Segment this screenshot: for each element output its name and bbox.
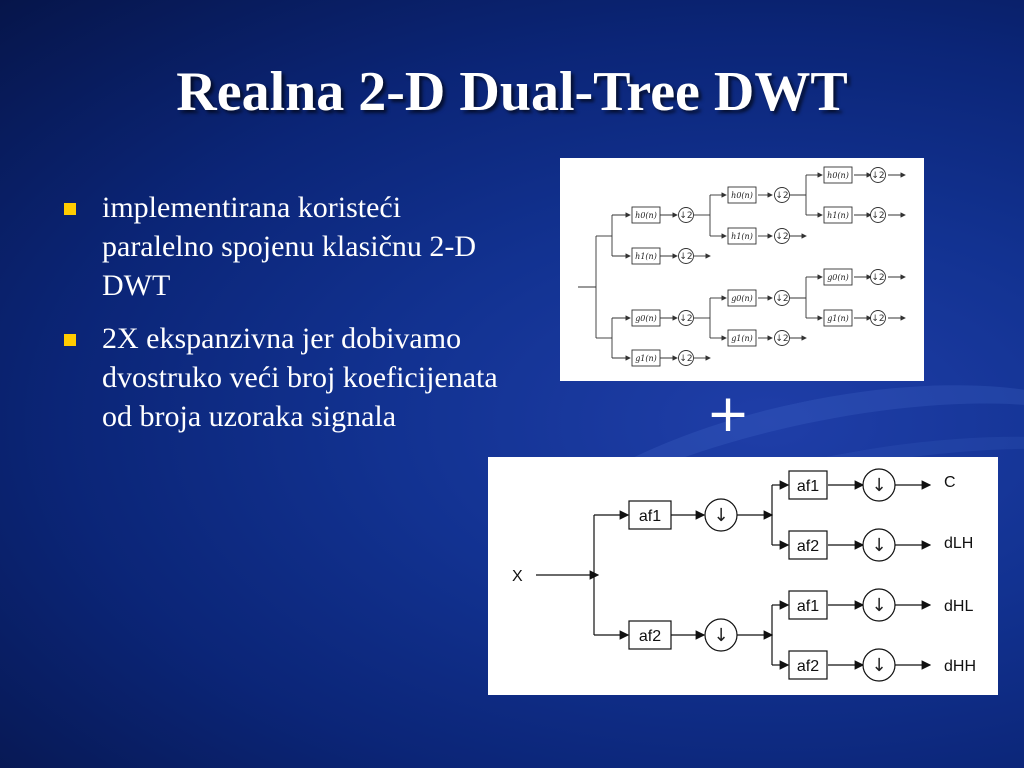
downsample-node	[678, 350, 694, 366]
downsample-node	[678, 248, 694, 264]
downsample-node	[678, 207, 694, 223]
slide-title: Realna 2-D Dual-Tree DWT	[176, 61, 848, 123]
filter-label: g1(n)	[635, 354, 657, 363]
bullet-text: implementirana koristeći paralelno spoje…	[102, 191, 477, 302]
filter-label: af1	[639, 508, 661, 525]
downsample-node	[862, 528, 896, 562]
downsample-node	[862, 468, 896, 502]
downsample-label: ↓	[871, 535, 886, 556]
downsample-node	[704, 618, 738, 652]
filter-box	[727, 329, 757, 347]
filter-box	[727, 186, 757, 204]
downsample-label: ↓2	[775, 232, 788, 242]
filter-label: g1(n)	[731, 334, 753, 343]
filter-box	[788, 470, 828, 500]
downsample-label: ↓	[713, 625, 728, 646]
filter-bank-svg: h0(n) ↓2 h1(n) ↓2 h0(n) ↓2 h1(n) ↓2 h0(n) ↓2 h1(n)…	[578, 166, 906, 367]
downsample-node	[678, 310, 694, 326]
filter-box	[823, 166, 853, 184]
analysis-tree-diagram: X af1 af2 ↓ ↓ af1 af2 af1 af2 ↓ ↓ ↓ ↓ C …	[488, 457, 998, 695]
filter-label: h0(n)	[731, 191, 753, 200]
downsample-node	[870, 167, 886, 183]
downsample-label: ↓	[871, 655, 886, 676]
filter-blocks: h0(n) ↓2 h1(n) ↓2 h0(n) ↓2 h1(n) ↓2 h0(n) ↓2 h1(n)…	[631, 166, 886, 367]
filter-box	[631, 247, 661, 265]
downsample-label: ↓2	[775, 334, 788, 344]
downsample-label: ↓2	[775, 191, 788, 201]
filter-box	[823, 309, 853, 327]
filter-label: h0(n)	[635, 211, 657, 220]
filter-label: g1(n)	[827, 314, 849, 323]
plus-sign: +	[706, 384, 750, 444]
downsample-label: ↓	[871, 475, 886, 496]
filter-label: h0(n)	[827, 171, 849, 180]
downsample-label: ↓	[713, 505, 728, 526]
filter-label: h1(n)	[827, 211, 849, 220]
output-label: dHL	[944, 598, 973, 615]
downsample-node	[704, 498, 738, 532]
filter-box	[727, 227, 757, 245]
filter-label: h1(n)	[731, 232, 753, 241]
downsample-label: ↓2	[871, 314, 884, 324]
downsample-label: ↓2	[679, 252, 692, 262]
analysis-tree-svg: X af1 af2 ↓ ↓ af1 af2 af1 af2 ↓ ↓ ↓ ↓ C …	[512, 468, 976, 682]
downsample-label: ↓2	[775, 294, 788, 304]
output-label: dLH	[944, 535, 973, 552]
downsample-node	[774, 330, 790, 346]
filter-box	[788, 650, 828, 680]
output-label: C	[944, 474, 956, 491]
downsample-node	[870, 207, 886, 223]
filter-label: af1	[797, 478, 819, 495]
downsample-label: ↓2	[871, 273, 884, 283]
filter-box	[628, 500, 672, 530]
filter-box	[631, 349, 661, 367]
downsample-node	[862, 588, 896, 622]
downsample-node	[774, 228, 790, 244]
filter-box	[823, 268, 853, 286]
filter-label: h1(n)	[635, 252, 657, 261]
filter-label: g0(n)	[731, 294, 753, 303]
filter-box	[631, 309, 661, 327]
downsample-label: ↓2	[679, 354, 692, 364]
bullet-square-icon	[64, 203, 76, 215]
filter-box	[727, 289, 757, 307]
downsample-label: ↓2	[871, 211, 884, 221]
filter-box	[788, 590, 828, 620]
downsample-label: ↓2	[871, 171, 884, 181]
bullet-item: implementirana koristeći paralelno spoje…	[60, 188, 500, 305]
filter-box	[823, 206, 853, 224]
downsample-node	[774, 187, 790, 203]
downsample-node	[774, 290, 790, 306]
filter-bank-diagram: h0(n) ↓2 h1(n) ↓2 h0(n) ↓2 h1(n) ↓2 h0(n) ↓2 h1(n)…	[560, 158, 924, 381]
downsample-node	[870, 269, 886, 285]
downsample-label: ↓2	[679, 314, 692, 324]
filter-box	[631, 206, 661, 224]
input-label: X	[512, 568, 523, 585]
filter-box	[788, 530, 828, 560]
filter-label: af2	[797, 538, 819, 555]
filter-label: g0(n)	[827, 273, 849, 282]
filter-label: g0(n)	[635, 314, 657, 323]
output-label: dHH	[944, 658, 976, 675]
downsample-node	[862, 648, 896, 682]
downsample-label: ↓2	[679, 211, 692, 221]
filter-box	[628, 620, 672, 650]
filter-label: af2	[639, 628, 661, 645]
filter-label: af1	[797, 598, 819, 615]
filter-label: af2	[797, 658, 819, 675]
bullet-item: 2X ekspanzivna jer dobivamo dvostruko ve…	[60, 319, 500, 436]
bullet-square-icon	[64, 334, 76, 346]
bullet-list: implementirana koristeći paralelno spoje…	[60, 188, 500, 450]
downsample-label: ↓	[871, 595, 886, 616]
bullet-text: 2X ekspanzivna jer dobivamo dvostruko ve…	[102, 322, 498, 433]
downsample-node	[870, 310, 886, 326]
